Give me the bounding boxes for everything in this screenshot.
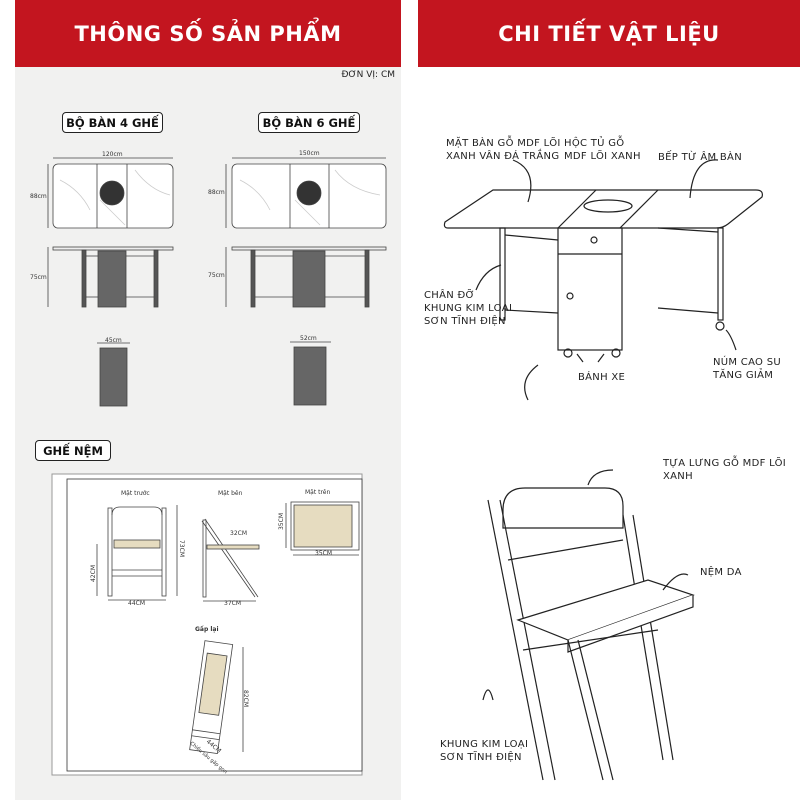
set-4-depth: 88cm [30, 193, 47, 200]
set-6-depth: 88cm [208, 189, 225, 196]
label-tabletop: MẶT BÀN GỖ MDF LÕI XANH VÂN ĐÁ TRẮNG [446, 138, 561, 162]
top-view-label: Mặt trên [305, 489, 331, 496]
unit-label: ĐƠN VỊ: CM [341, 70, 395, 80]
folded-view-label: Gấp lại [195, 626, 219, 633]
top-width-dim: 35CM [315, 550, 333, 557]
label-cooktop: BẾP TỪ ÂM BÀN [658, 152, 742, 163]
chair-label: GHẾ NỆM [35, 440, 111, 461]
set-6-width: 150cm [299, 150, 320, 157]
product-specs-panel: THÔNG SỐ SẢN PHẨM ĐƠN VỊ: CM BỘ BÀN 4 GH… [15, 0, 401, 800]
chair-dimension-drawings [51, 473, 363, 776]
label-legs: CHÂN ĐỠ KHUNG KIM LOẠI SƠN TĨNH ĐIỆN [424, 290, 513, 327]
top-depth-dim: 35CM [278, 512, 286, 531]
specs-header: THÔNG SỐ SẢN PHẨM [15, 0, 401, 67]
side-view-label: Mặt bên [218, 490, 243, 497]
set-4-label: BỘ BÀN 4 GHẾ [62, 112, 163, 133]
label-cabinet: HỘC TỦ GỖ MDF LÕI XANH [564, 138, 641, 162]
seat-height-dim: 42CM [90, 564, 98, 583]
set-4-width: 120cm [102, 151, 123, 158]
table-dimension-drawings [47, 157, 387, 407]
label-wheels: BÁNH XE [578, 372, 626, 383]
set-4-folded-width: 45cm [105, 337, 122, 344]
label-chair-seat: NỆM DA [700, 567, 742, 578]
set-4-height: 75cm [30, 274, 47, 281]
chair-width-dim: 44CM [128, 600, 146, 607]
label-chair-frame: KHUNG KIM LOẠI SƠN TĨNH ĐIỆN [440, 739, 529, 763]
set-6-height: 75cm [208, 272, 225, 279]
material-drawings [443, 159, 763, 781]
label-chair-back: TỰA LƯNG GỖ MDF LÕI XANH [663, 458, 787, 482]
seat-depth-dim: 32CM [230, 530, 248, 537]
set-6-label: BỘ BÀN 6 GHẾ [258, 112, 360, 133]
side-depth-dim: 37CM [224, 600, 242, 607]
materials-header: CHI TIẾT VẬT LIỆU [418, 0, 800, 67]
label-feet: NÚM CAO SU TĂNG GIẢM [713, 357, 781, 381]
front-view-label: Mặt trước [121, 490, 150, 497]
folded-height-dim: 82CM [242, 689, 250, 708]
total-height-dim: 73CM [178, 539, 186, 558]
material-details-panel: CHI TIẾT VẬT LIỆU MẶT BÀN GỖ MDF LÕI XAN… [418, 0, 800, 800]
set-6-folded-width: 52cm [300, 335, 317, 342]
